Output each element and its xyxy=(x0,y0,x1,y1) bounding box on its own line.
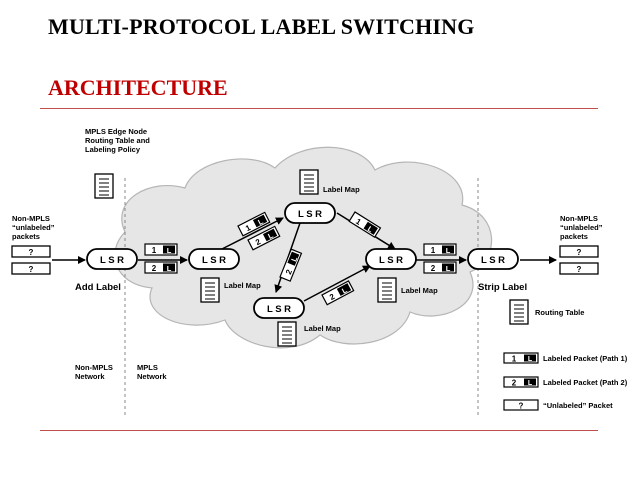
add-label-caption: Add Label xyxy=(75,282,121,293)
routing-table-caption: Routing Table xyxy=(535,308,584,317)
svg-text:?: ? xyxy=(519,402,524,411)
lsr-node: L S R xyxy=(253,297,305,319)
labeled-packet-path2: 2 L xyxy=(321,280,355,306)
legend-unlabeled-label: “Unlabeled” Packet xyxy=(543,401,613,410)
right-packets-caption-2: “unlabeled” xyxy=(560,223,603,232)
lsr-node-egress: L S R xyxy=(467,248,519,270)
left-packets-caption-2: “unlabeled” xyxy=(12,223,55,232)
svg-text:L S R: L S R xyxy=(202,255,226,266)
label-map-icon xyxy=(299,169,319,195)
label-map-caption: Label Map xyxy=(401,286,438,295)
label-map-icon xyxy=(200,277,220,303)
svg-text:L: L xyxy=(446,264,451,273)
svg-text:L S R: L S R xyxy=(100,255,124,266)
svg-text:L: L xyxy=(289,255,299,263)
slide-subtitle: ARCHITECTURE xyxy=(48,75,228,100)
strip-label-caption: Strip Label xyxy=(478,282,527,293)
bottom-divider xyxy=(40,430,598,431)
svg-text:L S R: L S R xyxy=(298,209,322,220)
label-map-icon xyxy=(377,277,397,303)
svg-text:1: 1 xyxy=(244,223,253,233)
labeled-packet-path1: 1 L xyxy=(144,243,178,256)
left-packets-caption-3: packets xyxy=(12,232,40,241)
svg-text:2: 2 xyxy=(254,237,263,247)
svg-text:L: L xyxy=(266,231,275,241)
edge-routing-table-icon xyxy=(94,173,114,199)
svg-text:1: 1 xyxy=(354,217,363,227)
lsr-node: L S R xyxy=(284,202,336,224)
svg-text:L: L xyxy=(446,246,451,255)
routing-table-icon xyxy=(509,299,529,325)
svg-text:2: 2 xyxy=(328,292,337,302)
svg-text:1: 1 xyxy=(152,246,157,255)
svg-text:L: L xyxy=(167,246,172,255)
svg-text:L: L xyxy=(167,264,172,273)
svg-text:L: L xyxy=(528,356,533,363)
labeled-packet-path2: 2 L xyxy=(144,261,178,274)
edge-node-caption-1: MPLS Edge Node xyxy=(85,127,147,136)
lsr-node-ingress: L S R xyxy=(86,248,138,270)
label-map-icon xyxy=(277,321,297,347)
right-packets-caption-3: packets xyxy=(560,232,588,241)
svg-text:?: ? xyxy=(577,265,582,274)
right-packets-caption-1: Non-MPLS xyxy=(560,214,598,223)
label-map-caption: Label Map xyxy=(224,281,261,290)
legend-path1-packet: 1 L xyxy=(503,352,539,364)
svg-text:L: L xyxy=(340,285,349,295)
svg-text:2: 2 xyxy=(284,268,294,276)
lsr-node: L S R xyxy=(365,248,417,270)
svg-text:?: ? xyxy=(29,248,34,257)
label-map-caption: Label Map xyxy=(304,324,341,333)
svg-text:L: L xyxy=(528,380,533,387)
labeled-packet-path1: 1 L xyxy=(348,211,382,239)
left-packets-caption-1: Non-MPLS xyxy=(12,214,50,223)
svg-text:1: 1 xyxy=(431,246,436,255)
svg-text:2: 2 xyxy=(512,379,517,388)
svg-text:L S R: L S R xyxy=(267,304,291,315)
label-map-caption: Label Map xyxy=(323,185,360,194)
legend-path1-label: Labeled Packet (Path 1) xyxy=(543,354,628,363)
legend-path2-label: Labeled Packet (Path 2) xyxy=(543,378,628,387)
svg-text:L S R: L S R xyxy=(481,255,505,266)
labeled-packet-path2: 2 L xyxy=(423,261,457,274)
svg-text:1: 1 xyxy=(512,355,517,364)
edge-node-caption-3: Labeling Policy xyxy=(85,145,141,154)
svg-text:L: L xyxy=(366,224,375,234)
labeled-packet-path1: 1 L xyxy=(423,243,457,256)
unlabeled-packet: ? xyxy=(559,262,599,275)
lsr-node: L S R xyxy=(188,248,240,270)
svg-text:?: ? xyxy=(29,265,34,274)
mpls-network-caption-2: Network xyxy=(137,372,167,381)
svg-text:2: 2 xyxy=(431,264,436,273)
svg-text:L: L xyxy=(256,217,265,227)
legend-path2-packet: 2 L xyxy=(503,376,539,388)
labeled-packet-path2: 2 L xyxy=(279,248,303,282)
arrow-lsr2-lsr-top xyxy=(219,217,284,251)
non-mpls-network-caption-1: Non-MPLS xyxy=(75,363,113,372)
mpls-network-caption-1: MPLS xyxy=(137,363,158,372)
edge-node-caption-2: Routing Table and xyxy=(85,136,150,145)
labeled-packet-path2: 2 L xyxy=(247,225,281,251)
unlabeled-packet: ? xyxy=(11,245,51,258)
unlabeled-packet: ? xyxy=(11,262,51,275)
labeled-packet-path1: 1 L xyxy=(237,211,271,237)
slide-title: MULTI-PROTOCOL LABEL SWITCHING xyxy=(48,14,475,39)
legend-unlabeled-packet: ? xyxy=(503,399,539,411)
top-divider xyxy=(40,108,598,109)
unlabeled-packet: ? xyxy=(559,245,599,258)
non-mpls-network-caption-2: Network xyxy=(75,372,105,381)
svg-text:?: ? xyxy=(577,248,582,257)
svg-text:2: 2 xyxy=(152,264,157,273)
svg-text:L S R: L S R xyxy=(379,255,403,266)
arrow-lsr-bottom-lsr-right xyxy=(303,265,371,302)
